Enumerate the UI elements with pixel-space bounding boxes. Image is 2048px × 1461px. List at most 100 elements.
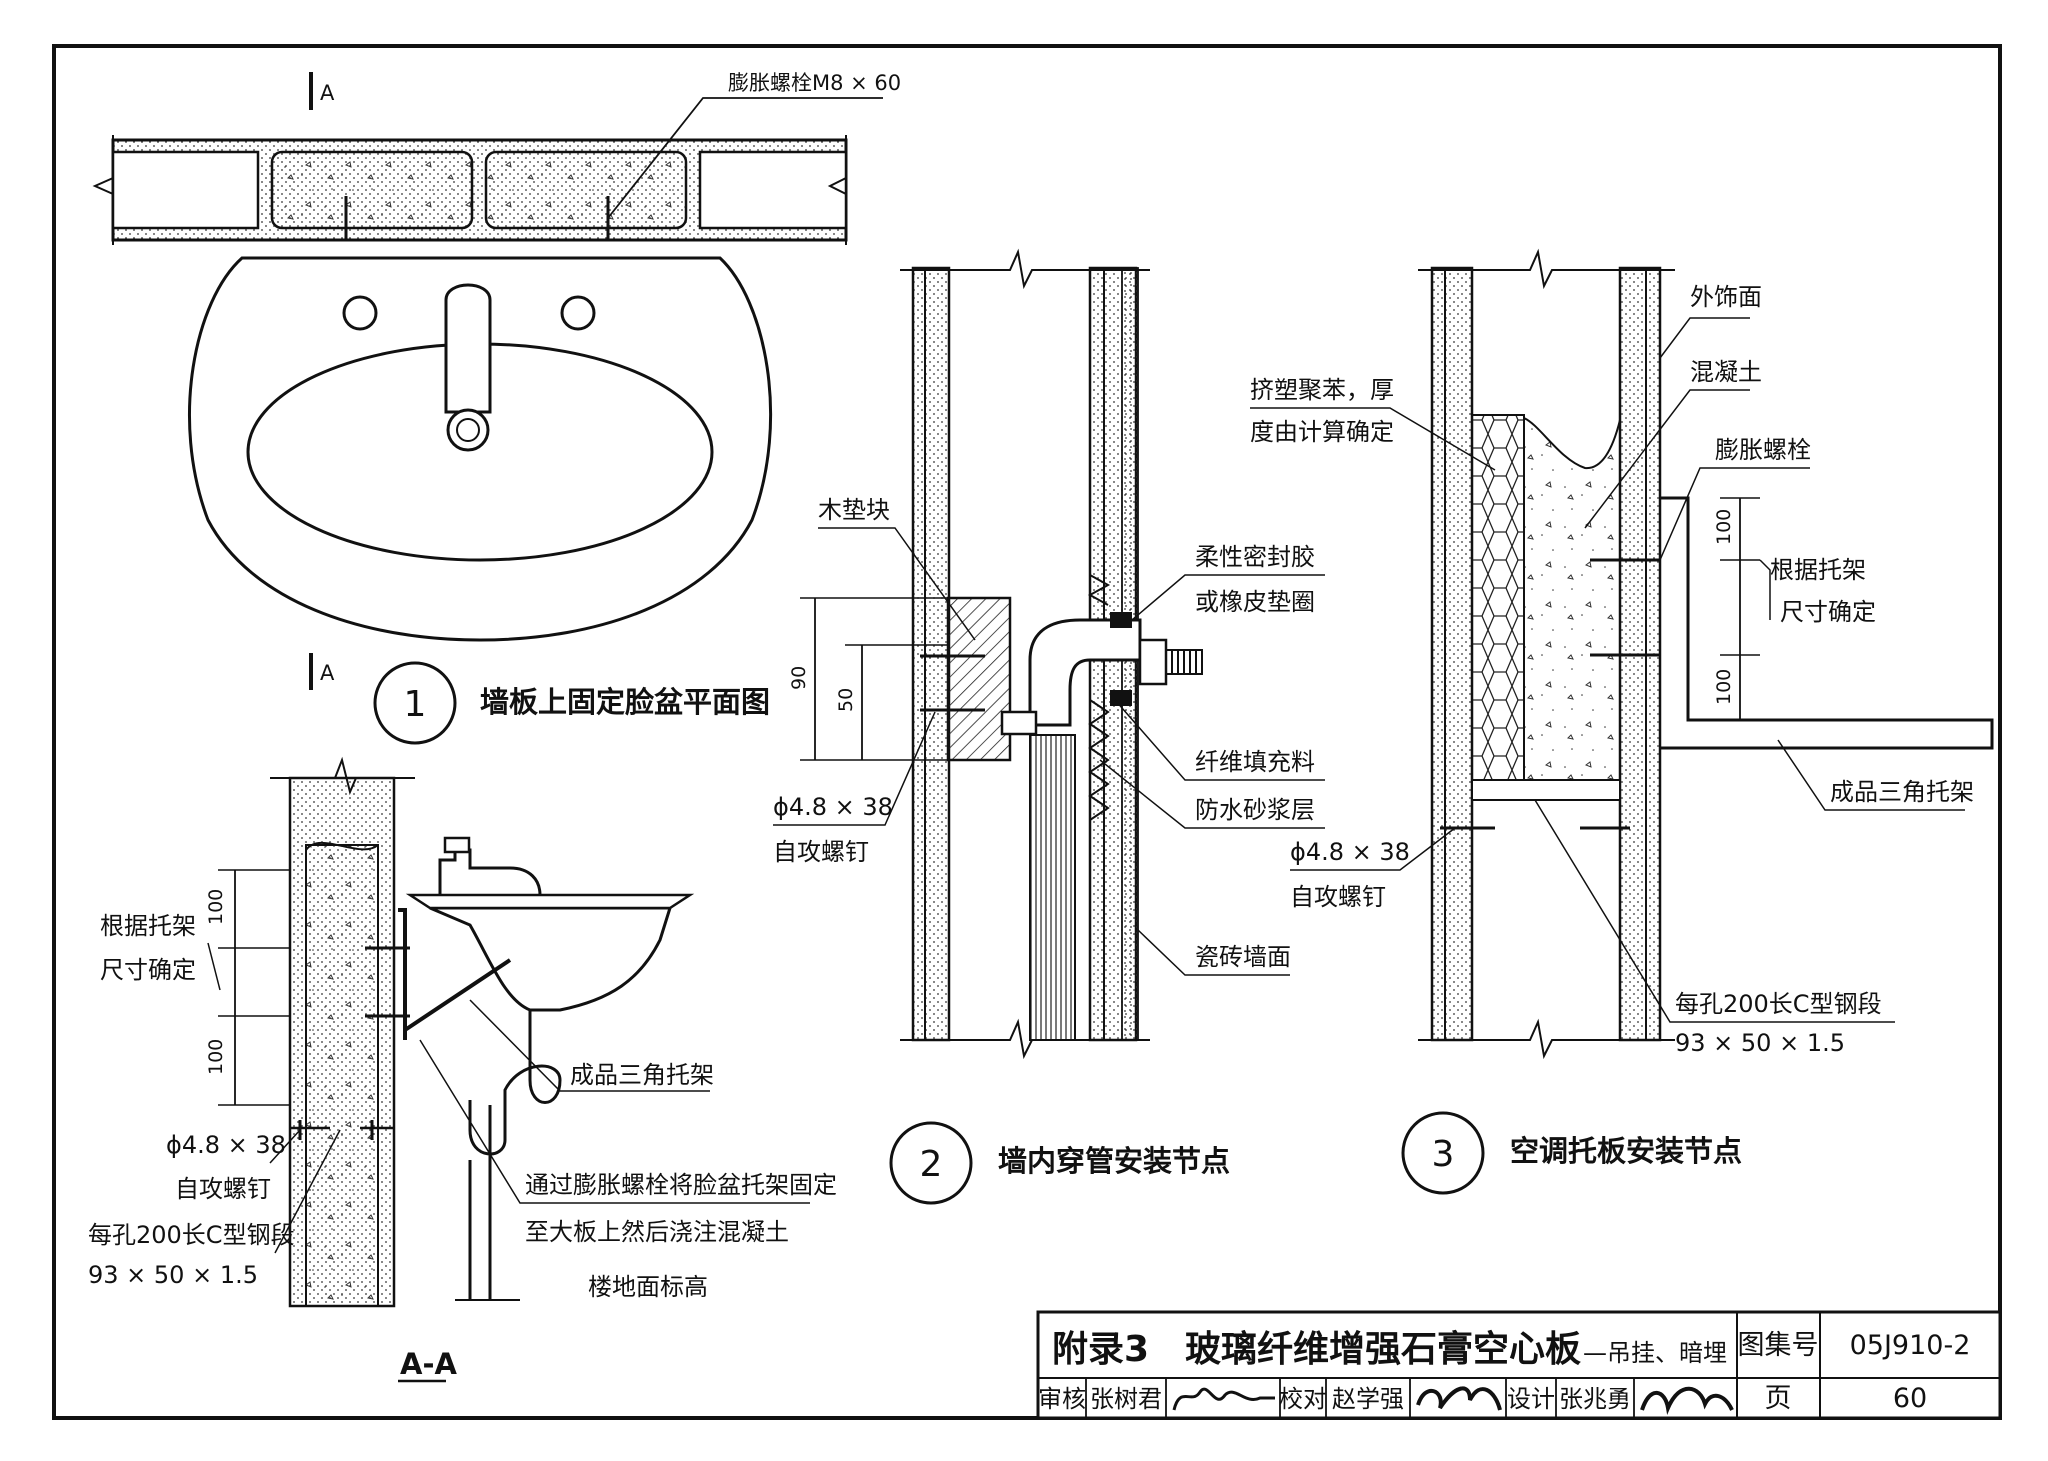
aa-title: A-A xyxy=(400,1347,457,1381)
aa-steel-2: 93 × 50 × 1.5 xyxy=(88,1261,258,1289)
d3-concrete-label: 混凝土 xyxy=(1690,358,1762,386)
d3-size-1: 根据托架 xyxy=(1770,556,1866,584)
d2-pipe-riser xyxy=(1029,734,1076,1041)
d3-wall-left xyxy=(1430,266,1474,1042)
faucet-head xyxy=(446,408,490,452)
d3-screw-1: ϕ4.8 × 38 xyxy=(1290,838,1410,866)
designer-name: 张兆勇 xyxy=(1559,1385,1631,1413)
d3-finish: 外饰面 xyxy=(1690,283,1762,311)
plan-core-3 xyxy=(484,150,688,230)
d3-xps-2: 度由计算确定 xyxy=(1250,418,1394,446)
d3-screw-2: 自攻螺钉 xyxy=(1290,883,1386,911)
detail-3-number: 3 xyxy=(1432,1134,1455,1175)
d2-sealant-1: 柔性密封胶 xyxy=(1195,543,1315,571)
d3-steel-2: 93 × 50 × 1.5 xyxy=(1675,1029,1845,1057)
title-block-title: 附录3 玻璃纤维增强石膏空心板 xyxy=(1052,1329,1581,1370)
aa-bracket-leader xyxy=(469,999,710,1092)
aa-dim-top: 100 xyxy=(205,889,227,925)
d3-bolt-label: 膨胀螺栓 xyxy=(1715,436,1811,464)
detail-3-number-circle xyxy=(1401,1111,1485,1195)
aa-core-top xyxy=(305,841,379,851)
d3-concrete xyxy=(1523,416,1621,792)
aa-faucet xyxy=(438,848,542,896)
d3-dim-bottom: 100 xyxy=(1713,669,1735,705)
aa-break-top xyxy=(270,756,415,796)
designer-signature xyxy=(1640,1386,1734,1416)
d3-steel-1: 每孔200长C型钢段 xyxy=(1675,990,1882,1018)
aa-steel-leader xyxy=(274,1129,341,1254)
title-block: 附录3 玻璃纤维增强石膏空心板 —吊挂、暗埋 图集号 05J910-2 审核 张… xyxy=(1036,1310,2002,1420)
aa-screw-2: 自攻螺钉 xyxy=(175,1175,271,1203)
section-mark-bottom-label: A xyxy=(320,661,335,685)
aa-label-size-leader xyxy=(207,942,221,991)
detail-2-title: 墙内穿管安装节点 xyxy=(998,1144,1230,1178)
sheet-border xyxy=(52,44,2002,1420)
d2-wall-left xyxy=(911,266,951,1042)
page-value: 60 xyxy=(1893,1383,1927,1414)
atlas-value: 05J910-2 xyxy=(1850,1330,1971,1361)
d3-break-bottom xyxy=(1418,1018,1675,1060)
reviewer-name: 张树君 xyxy=(1090,1385,1162,1413)
d3-break-top xyxy=(1418,248,1675,290)
d2-pipe-nut xyxy=(1138,638,1168,686)
basin-outer xyxy=(187,256,773,642)
detail-1-title: 墙板上固定脸盆平面图 xyxy=(480,685,770,719)
aa-note-2: 至大板上然后浇注混凝土 xyxy=(525,1218,789,1246)
detail-2: 90 50 木垫块 ϕ4.8 × 38 自攻螺钉 柔性密封胶 或橡皮垫圈 纤维填… xyxy=(773,248,1325,1205)
aa-bracket-label: 成品三角托架 xyxy=(570,1061,714,1089)
d2-mortar xyxy=(1087,574,1111,821)
detail-2-number-circle xyxy=(889,1121,973,1205)
d3-bracket xyxy=(1660,496,1994,750)
atlas-label: 图集号 xyxy=(1738,1330,1819,1361)
aa-dim-bottom: 100 xyxy=(205,1039,227,1075)
d3-size-2: 尺寸确定 xyxy=(1780,598,1876,626)
faucet-spout xyxy=(444,283,492,414)
d2-wood-block xyxy=(946,596,1012,762)
d2-pipe-thread xyxy=(1166,649,1203,675)
d2-screw-1: ϕ4.8 × 38 xyxy=(773,793,893,821)
title-block-subtitle: —吊挂、暗埋 xyxy=(1583,1339,1727,1367)
review-label: 审核 xyxy=(1038,1385,1086,1413)
d2-dim-90: 90 xyxy=(788,666,810,690)
plan-core-1 xyxy=(111,150,260,230)
detail-1-plan: 膨胀螺栓M8 × 60 A A 1 墙板上固定脸盆平面图 xyxy=(92,71,901,745)
aa-basin xyxy=(429,906,673,1012)
d2-wood-block-label: 木垫块 xyxy=(818,496,890,524)
plan-core-4 xyxy=(698,150,848,230)
d2-mortar-label: 防水砂浆层 xyxy=(1195,796,1315,824)
d2-pipe-elbow xyxy=(1028,618,1142,727)
aa-floor: 楼地面标高 xyxy=(588,1273,708,1301)
checker-name: 赵学强 xyxy=(1332,1385,1404,1413)
plan-core-2 xyxy=(270,150,474,230)
aa-wall-core xyxy=(305,844,379,1307)
section-aa: 100 100 根据托架 尺寸确定 ϕ4.8 × 38 自攻螺钉 每孔200长C… xyxy=(88,756,837,1383)
d2-screw-2: 自攻螺钉 xyxy=(773,838,869,866)
aa-note-leader xyxy=(419,1039,810,1204)
faucet-hole-left xyxy=(342,295,378,331)
detail-1-number: 1 xyxy=(404,684,427,725)
plan-break-left xyxy=(92,135,114,245)
detail-3: 100 100 外饰面 混凝土 挤塑聚苯，厚 度由计算确定 膨胀螺栓 根据托架 … xyxy=(1250,248,1994,1195)
d3-bracket-label: 成品三角托架 xyxy=(1830,778,1974,806)
checker-signature xyxy=(1416,1386,1502,1411)
d3-xps-1: 挤塑聚苯，厚 xyxy=(1250,376,1394,404)
aa-screw-leader xyxy=(269,1129,301,1164)
d2-break-top xyxy=(900,248,1150,290)
aa-steel-1: 每孔200长C型钢段 xyxy=(88,1221,295,1249)
aa-drain xyxy=(468,1010,562,1300)
aa-bracket xyxy=(398,908,512,1040)
aa-label-size-2: 尺寸确定 xyxy=(100,956,196,984)
d3-dim-top: 100 xyxy=(1713,509,1735,545)
d2-dim-50: 50 xyxy=(835,688,857,712)
plan-bolt-leader xyxy=(607,97,883,219)
aa-note-1: 通过膨胀螺栓将脸盆托架固定 xyxy=(525,1171,837,1199)
faucet-hole-right xyxy=(560,295,596,331)
aa-screw-1: ϕ4.8 × 38 xyxy=(166,1131,286,1159)
d2-tile-label: 瓷砖墙面 xyxy=(1195,943,1291,971)
plan-break-right xyxy=(827,135,847,245)
d3-xps xyxy=(1471,414,1525,781)
page-label: 页 xyxy=(1765,1383,1792,1414)
d2-fiber: 纤维填充料 xyxy=(1195,748,1315,776)
check-label: 校对 xyxy=(1279,1385,1327,1413)
